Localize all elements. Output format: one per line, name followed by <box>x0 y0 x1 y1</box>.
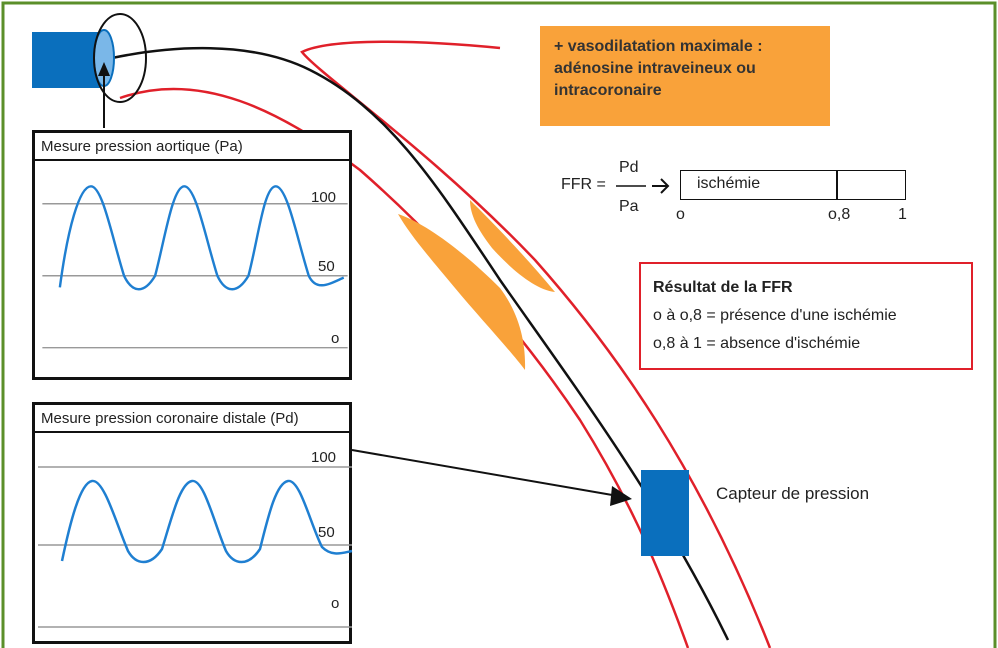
distal-panel-title: Mesure pression coronaire distale (Pd) <box>35 405 349 433</box>
catheter-body <box>32 32 100 88</box>
callout-line-1: + vasodilatation maximale : <box>554 38 763 55</box>
result-line-ischemia: o à o,8 = présence d'une ischémie <box>653 307 897 324</box>
distal-tick-100: 100 <box>311 449 337 466</box>
distal-tick-50: 50 <box>318 524 335 541</box>
distal-waveform <box>60 479 353 564</box>
result-title: Résultat de la FFR <box>653 279 793 296</box>
distal-waveform-plot <box>38 466 353 628</box>
ffr-result-box: Résultat de la FFR o à o,8 = présence d'… <box>639 262 973 370</box>
aortic-waveform <box>58 185 345 291</box>
aortic-tick-100: 100 <box>311 189 337 206</box>
ffr-numerator: Pd <box>619 159 639 176</box>
plaque-upper <box>470 200 555 292</box>
aortic-tick-50: 50 <box>318 258 335 275</box>
aortic-waveform-plot <box>42 185 348 349</box>
aortic-panel-title: Mesure pression aortique (Pa) <box>35 133 349 161</box>
ischemia-label: ischémie <box>697 175 761 192</box>
scale-tick-1: 1 <box>898 206 907 223</box>
vasodilatation-callout: + vasodilatation maximale : adénosine in… <box>540 26 830 126</box>
distal-arrow-line <box>351 449 619 497</box>
distal-tick-0: o <box>331 595 340 612</box>
scale-tick-0: o <box>676 206 685 223</box>
ffr-lhs: FFR = <box>561 176 606 193</box>
pressure-sensor-label: Capteur de pression <box>716 484 870 503</box>
callout-line-3: intracoronaire <box>554 82 662 99</box>
pressure-sensor-shape <box>641 470 689 556</box>
scale-tick-08: o,8 <box>828 206 851 223</box>
plaque-lower <box>398 214 526 370</box>
aortic-pressure-panel: Mesure pression aortique (Pa) 100 50 o <box>32 130 352 380</box>
scale-threshold-divider <box>836 171 838 199</box>
distal-arrow-head <box>610 486 632 506</box>
ffr-arrow <box>652 178 670 194</box>
aortic-tick-0: o <box>331 330 340 347</box>
result-line-no-ischemia: o,8 à 1 = absence d'ischémie <box>653 335 861 352</box>
vessel-outer-wall <box>300 40 772 648</box>
distal-pressure-panel: Mesure pression coronaire distale (Pd) 1… <box>32 402 353 644</box>
ffr-scale-bar: ischémie <box>680 170 906 200</box>
catheter-highlight-circle <box>93 13 147 103</box>
aortic-arrow-head <box>98 62 110 76</box>
guide-wire <box>111 46 730 641</box>
callout-line-2: adénosine intraveineux ou <box>554 60 756 77</box>
ffr-denominator: Pa <box>619 198 639 215</box>
